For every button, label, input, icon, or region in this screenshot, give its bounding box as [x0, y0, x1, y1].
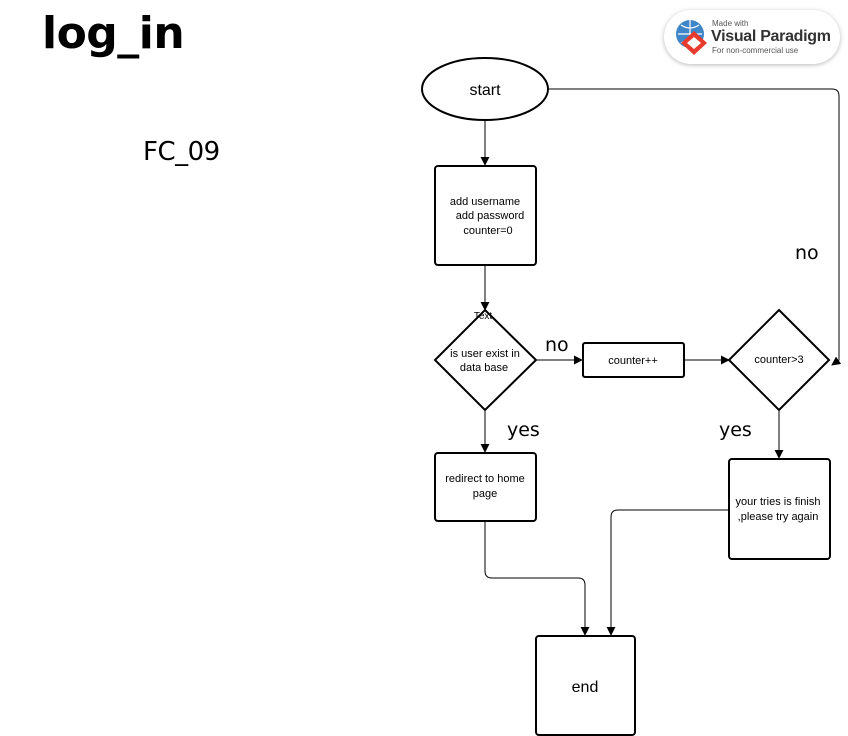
visual-paradigm-badge[interactable]: Made with Visual Paradigm For non-commer… — [664, 10, 840, 64]
redirect-node[interactable]: redirect to home page — [434, 452, 537, 522]
user-exists-decision[interactable]: Text is user exist in data base — [433, 308, 538, 412]
edge-label-yes-2: yes — [719, 419, 752, 441]
end-node[interactable]: end — [535, 635, 636, 736]
visual-paradigm-logo-icon — [676, 20, 707, 55]
redirect-line-2: page — [473, 488, 497, 500]
page-title: log_in — [42, 8, 185, 59]
counter-check-decision[interactable]: counter>3 — [727, 308, 831, 412]
edge-tries-to-end — [606, 509, 729, 636]
counter-increment-node[interactable]: counter++ — [582, 342, 685, 378]
edge-redirect-to-end — [484, 521, 590, 636]
end-node-label: end — [572, 679, 599, 696]
redirect-line-1: redirect to home — [445, 473, 524, 485]
decision-text-label: Text — [474, 311, 493, 322]
tries-line-1: your tries is finish — [736, 496, 821, 508]
decision-line-1: is user exist in — [450, 348, 520, 360]
page-subtitle: FC_09 — [143, 137, 220, 167]
badge-brand: Visual Paradigm — [711, 28, 831, 45]
badge-note: For non-commercial use — [712, 46, 799, 55]
badge-made-with: Made with — [712, 19, 749, 28]
input-line-3: counter=0 — [463, 225, 512, 237]
input-node[interactable]: add username add password counter=0 — [434, 165, 537, 266]
counter-increment-label: counter++ — [608, 355, 658, 367]
counter-check-label: counter>3 — [754, 354, 803, 366]
edge-start-to-check — [549, 88, 842, 366]
edge-label-yes-1: yes — [507, 419, 540, 441]
edge-label-no-2: no — [795, 242, 819, 264]
start-node[interactable]: start — [421, 57, 549, 121]
start-node-label: start — [469, 82, 501, 99]
tries-line-2: ,please try again — [738, 511, 819, 523]
tries-finished-node[interactable]: your tries is finish ,please try again — [728, 458, 831, 560]
edge-label-no-1: no — [545, 334, 569, 356]
input-line-1: add username — [450, 196, 520, 208]
decision-line-2: data base — [460, 362, 508, 374]
input-line-2: add password — [456, 210, 525, 222]
